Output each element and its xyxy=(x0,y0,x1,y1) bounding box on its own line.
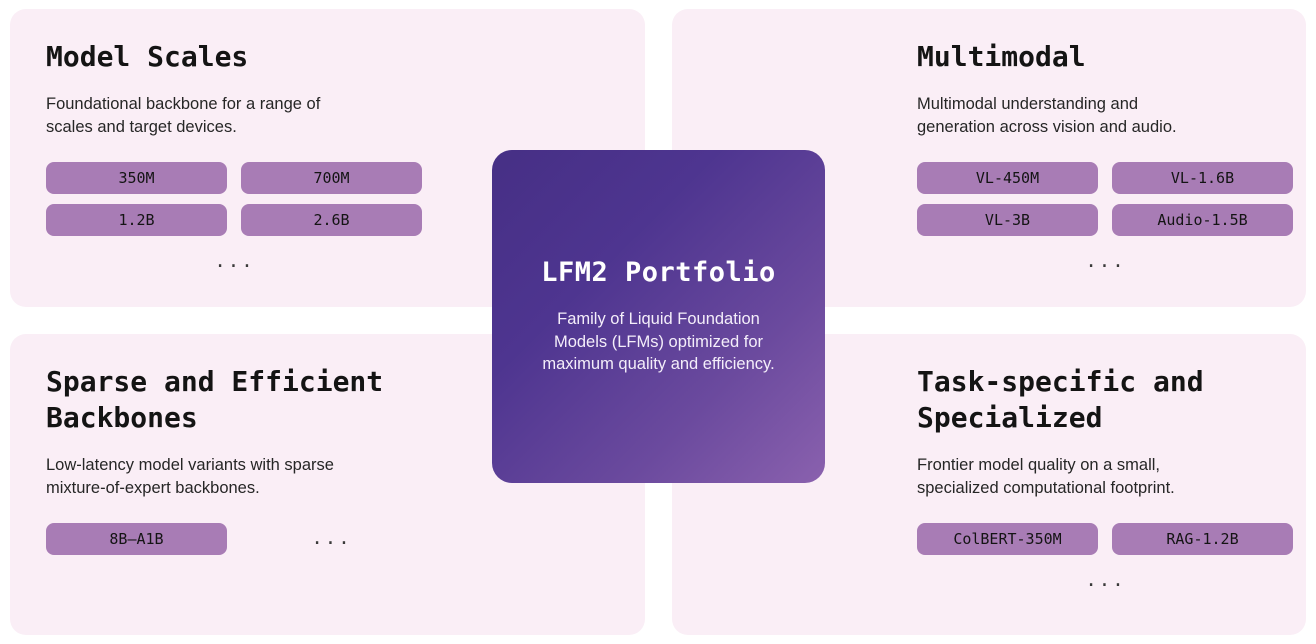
card-description: Low-latency model variants with sparse m… xyxy=(46,455,334,498)
model-pill[interactable]: VL-1.6B xyxy=(1112,161,1293,194)
model-pill[interactable]: ColBERT-350M xyxy=(917,522,1098,555)
model-pill[interactable]: 2.6B xyxy=(241,203,422,236)
more-indicator: ... xyxy=(1085,249,1126,272)
card-content: Sparse and Efficient Backbones Low-laten… xyxy=(46,364,609,555)
card-title: Multimodal xyxy=(917,40,1086,73)
model-pill[interactable]: 700M xyxy=(241,161,422,194)
card-title: Task-specific and Specialized xyxy=(917,365,1204,434)
model-pill-list: ColBERT-350M RAG-1.2B ... xyxy=(917,522,1294,591)
model-pill[interactable]: VL-450M xyxy=(917,161,1098,194)
model-pill[interactable]: 8B–A1B xyxy=(46,522,227,555)
model-pill[interactable]: 350M xyxy=(46,161,227,194)
card-content: Task-specific and Specialized Frontier m… xyxy=(708,364,1293,590)
model-pill[interactable]: Audio-1.5B xyxy=(1112,203,1293,236)
hub-title: LFM2 Portfolio xyxy=(541,256,776,288)
more-indicator: ... xyxy=(214,249,255,272)
card-description: Frontier model quality on a small, speci… xyxy=(917,455,1175,498)
hub-card-lfm2-portfolio[interactable]: LFM2 Portfolio Family of Liquid Foundati… xyxy=(492,150,825,483)
more-indicator: ... xyxy=(311,526,352,549)
model-pill[interactable]: VL-3B xyxy=(917,203,1098,236)
card-description: Foundational backbone for a range of sca… xyxy=(46,94,321,137)
model-pill-list: 8B–A1B ... xyxy=(46,522,423,555)
model-pill-list: VL-450M VL-1.6B VL-3B Audio-1.5B ... xyxy=(917,161,1294,272)
card-title: Sparse and Efficient Backbones xyxy=(46,365,384,434)
model-pill-list: 350M 700M 1.2B 2.6B ... xyxy=(46,161,423,272)
model-pill[interactable]: 1.2B xyxy=(46,203,227,236)
card-content: Model Scales Foundational backbone for a… xyxy=(46,39,609,271)
card-description: Multimodal understanding and generation … xyxy=(917,94,1177,137)
hub-subtitle: Family of Liquid Foundation Models (LFMs… xyxy=(542,309,775,374)
more-indicator: ... xyxy=(1085,568,1126,591)
card-task-specific-specialized[interactable]: Task-specific and Specialized Frontier m… xyxy=(672,334,1306,635)
card-content: Multimodal Multimodal understanding and … xyxy=(708,39,1293,271)
card-title: Model Scales xyxy=(46,40,249,73)
model-pill[interactable]: RAG-1.2B xyxy=(1112,522,1293,555)
